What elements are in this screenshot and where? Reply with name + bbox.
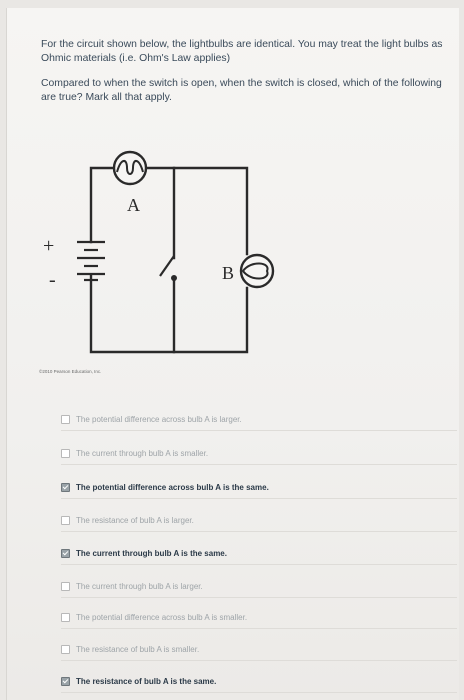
checkbox[interactable] xyxy=(61,414,70,424)
option-item[interactable]: The potential difference across bulb A i… xyxy=(61,408,457,431)
circuit-diagram: A B + - xyxy=(37,146,287,386)
label-b: B xyxy=(222,263,234,283)
option-label: The resistance of bulb A is larger. xyxy=(76,515,194,525)
checkbox-checked[interactable] xyxy=(61,548,70,558)
option-item[interactable]: The potential difference across bulb A i… xyxy=(61,606,457,629)
copyright-text: ©2010 Pearson Education, Inc. xyxy=(39,369,102,374)
option-label: The resistance of bulb A is smaller. xyxy=(76,644,200,654)
wire-right-bottom xyxy=(89,274,249,354)
bulb-a-icon xyxy=(112,150,148,186)
checkbox-checked[interactable] xyxy=(61,676,70,686)
option-label: The potential difference across bulb A i… xyxy=(76,482,269,492)
switch-contact xyxy=(171,275,177,281)
option-label: The current through bulb A is larger. xyxy=(76,581,203,591)
label-a: A xyxy=(127,195,140,215)
switch-lever xyxy=(159,255,175,277)
wire-left xyxy=(89,166,116,244)
question-intro: For the circuit shown below, the lightbu… xyxy=(41,39,443,64)
option-item[interactable]: The current through bulb A is larger. xyxy=(61,575,457,598)
plus-sign: + xyxy=(43,235,54,257)
option-label: The potential difference across bulb A i… xyxy=(76,414,242,424)
checkbox[interactable] xyxy=(61,612,70,622)
checkbox[interactable] xyxy=(61,448,70,458)
checkbox[interactable] xyxy=(61,581,70,591)
minus-sign: - xyxy=(49,269,56,291)
checkbox-checked[interactable] xyxy=(61,482,70,492)
checkbox[interactable] xyxy=(61,515,70,525)
checkbox[interactable] xyxy=(61,644,70,654)
wire-top xyxy=(144,166,249,256)
option-item[interactable]: The potential difference across bulb A i… xyxy=(61,476,457,499)
option-item[interactable]: The resistance of bulb A is larger. xyxy=(61,509,457,532)
option-item[interactable]: The resistance of bulb A is smaller. xyxy=(61,638,457,661)
option-label: The potential difference across bulb A i… xyxy=(76,612,248,622)
option-label: The current through bulb A is the same. xyxy=(76,548,227,558)
bulb-b-icon xyxy=(239,253,275,289)
question-page: For the circuit shown below, the lightbu… xyxy=(6,8,459,700)
option-label: The resistance of bulb A is the same. xyxy=(76,676,217,686)
question-text: For the circuit shown below, the lightbu… xyxy=(41,38,451,116)
option-item[interactable]: The resistance of bulb A is the same. xyxy=(61,670,457,693)
question-prompt: Compared to when the switch is open, whe… xyxy=(41,78,442,103)
option-label: The current through bulb A is smaller. xyxy=(76,448,209,458)
option-item[interactable]: The current through bulb A is the same. xyxy=(61,542,457,565)
option-item[interactable]: The current through bulb A is smaller. xyxy=(61,442,457,465)
battery-icon xyxy=(77,240,105,282)
